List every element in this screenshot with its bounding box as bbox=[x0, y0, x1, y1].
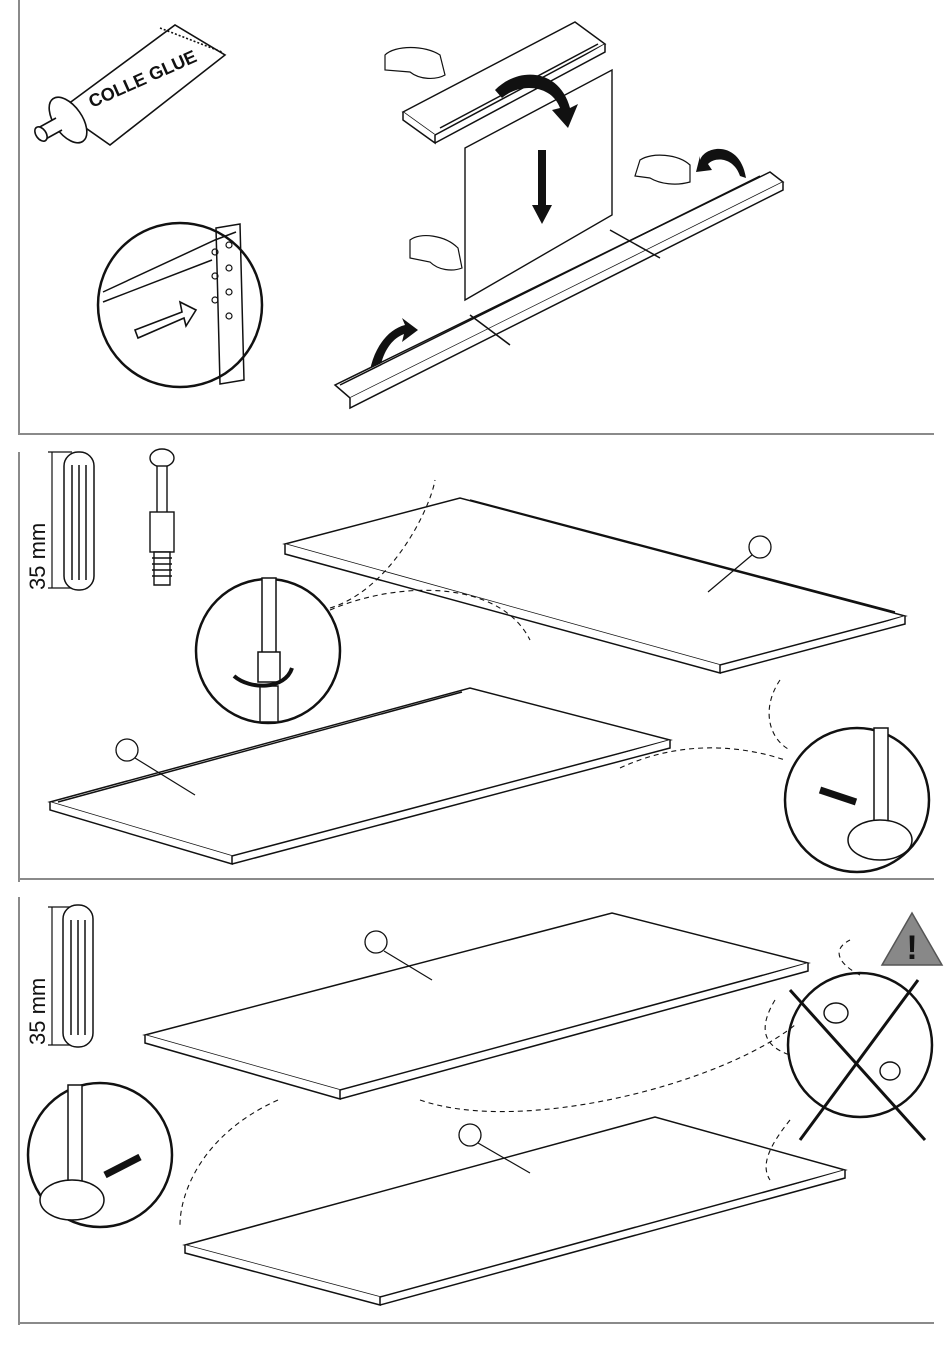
wooden-dowel-icon bbox=[63, 905, 93, 1047]
incorrect-zoom bbox=[788, 973, 932, 1140]
step3-dowel-diagram: ! bbox=[0, 895, 950, 1355]
screwdriver-zoom bbox=[196, 578, 340, 723]
step1-glue-assembly-diagram: COLLE GLUE bbox=[0, 0, 950, 440]
part-number-circle bbox=[365, 931, 387, 953]
warning-symbol: ! bbox=[906, 929, 917, 967]
upper-board bbox=[145, 913, 808, 1099]
hammer-zoom bbox=[785, 728, 929, 872]
rotate-arrow-right-icon bbox=[696, 149, 746, 178]
part-number-circle bbox=[459, 1124, 481, 1146]
warning-icon: ! bbox=[882, 913, 942, 967]
upper-board bbox=[285, 498, 905, 673]
part-number-circle bbox=[749, 536, 771, 558]
lower-board bbox=[185, 1117, 845, 1305]
part-number-circle bbox=[116, 739, 138, 761]
lower-board bbox=[50, 688, 670, 864]
step2-cam-dowel-diagram bbox=[0, 440, 950, 880]
dowel-insert-zoom bbox=[98, 223, 262, 387]
hammer-zoom bbox=[28, 1083, 172, 1227]
cam-bolt-icon bbox=[150, 449, 174, 585]
wooden-dowel-icon bbox=[64, 452, 94, 590]
